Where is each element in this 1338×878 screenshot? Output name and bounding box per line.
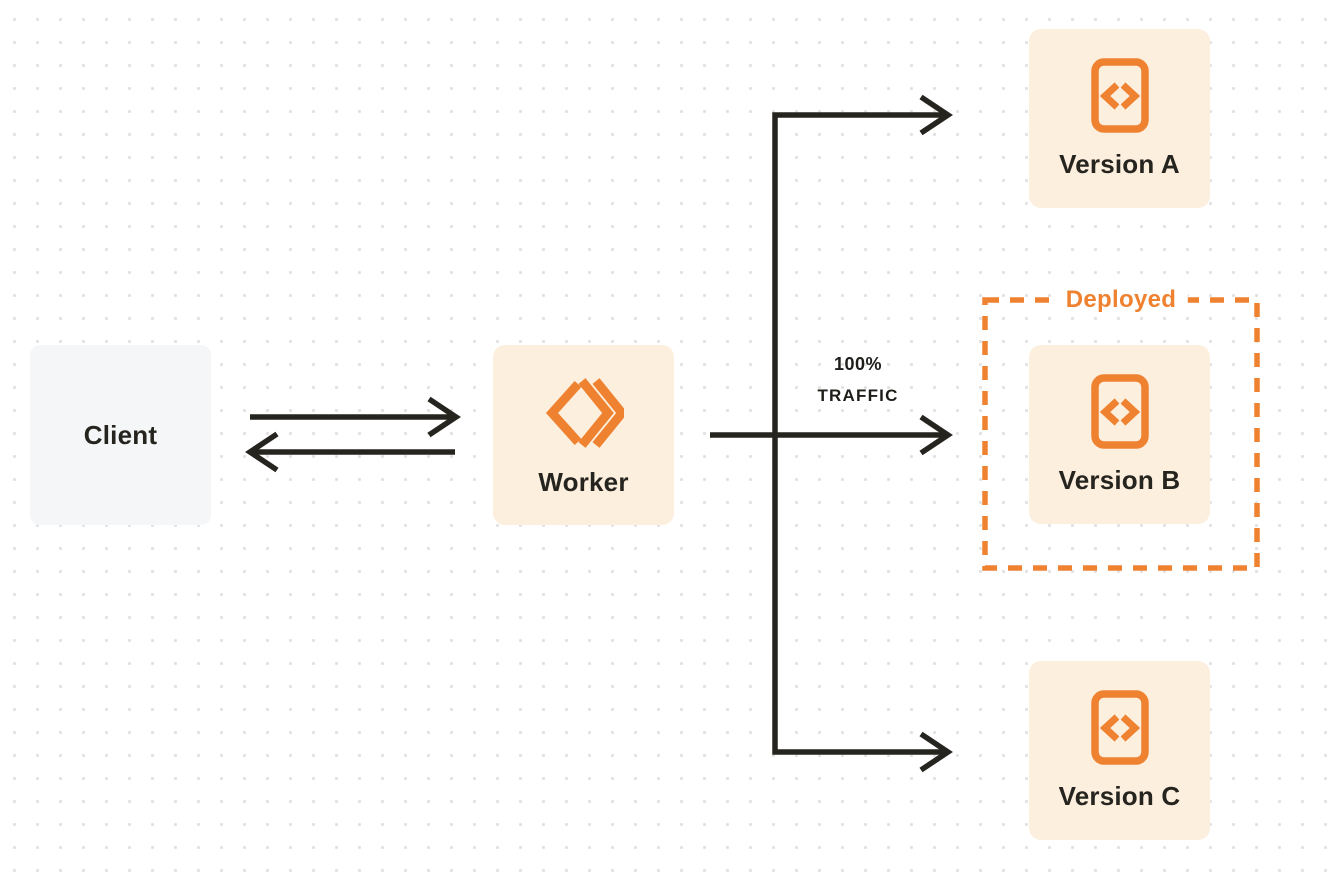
arrowhead-client-to-worker	[427, 396, 461, 438]
client-node: Client	[30, 345, 211, 525]
version-b-label: Version B	[1058, 464, 1181, 495]
version-b-node: Version B	[1029, 345, 1210, 524]
code-file-icon	[1090, 57, 1149, 133]
arrowhead-branch-to-version-a	[919, 94, 953, 136]
traffic-annotation: 100% TRAFFIC	[817, 348, 898, 412]
version-a-node: Version A	[1029, 29, 1210, 208]
traffic-percent-text: 100%	[833, 354, 883, 374]
arrowhead-worker-to-client	[245, 431, 279, 473]
version-c-node: Version C	[1029, 661, 1210, 840]
version-a-label: Version A	[1059, 148, 1180, 179]
cloudflare-workers-icon	[544, 373, 628, 453]
code-file-icon	[1090, 689, 1149, 765]
worker-node: Worker	[493, 345, 674, 525]
traffic-word-text: TRAFFIC	[817, 386, 899, 405]
version-c-label: Version C	[1058, 780, 1181, 811]
code-file-icon	[1090, 373, 1149, 449]
client-label: Client	[83, 419, 158, 450]
deployed-label: Deployed	[1053, 286, 1189, 314]
arrowhead-worker-to-version-b	[919, 414, 953, 456]
worker-label: Worker	[538, 466, 629, 497]
branch-trunk	[772, 112, 944, 755]
arrowhead-branch-to-version-c	[919, 731, 953, 773]
